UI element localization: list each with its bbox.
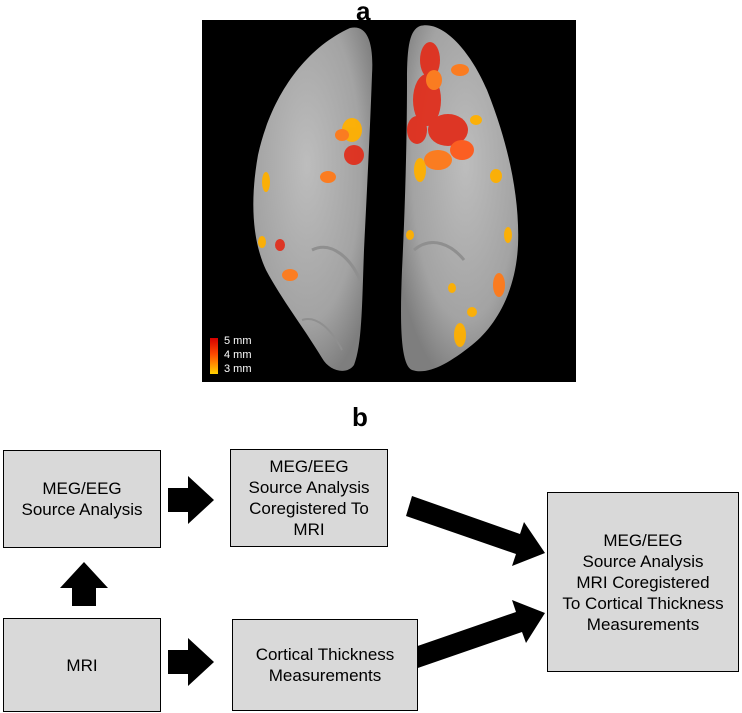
scale-label-low: 3 mm xyxy=(224,363,252,375)
activation-left xyxy=(258,118,364,281)
mri-label: MRI xyxy=(66,655,98,675)
final-result-label: MEG/EEG Source Analysis MRI Coregistered… xyxy=(562,530,724,634)
mri-box: MRI xyxy=(3,618,161,712)
arrow-mri-to-thickness xyxy=(168,638,214,686)
arrow-mri-to-source xyxy=(60,562,108,606)
source-analysis-box: MEG/EEG Source Analysis xyxy=(3,450,161,548)
coregistered-label: MEG/EEG Source Analysis Coregistered To … xyxy=(248,457,370,539)
activation-right xyxy=(406,42,512,347)
panel-label-a: a xyxy=(356,0,371,26)
final-result-box: MEG/EEG Source Analysis MRI Coregistered… xyxy=(547,492,739,672)
source-analysis-label: MEG/EEG Source Analysis xyxy=(21,479,143,519)
thickness-scale: 5 mm 4 mm 3 mm xyxy=(210,334,280,376)
arrow-coregistered-to-final xyxy=(406,496,545,566)
arrow-thickness-to-final xyxy=(406,600,545,670)
left-hemisphere xyxy=(253,27,373,371)
arrow-source-to-coregistered xyxy=(168,476,214,524)
brain-cortical-map xyxy=(202,20,576,382)
cortical-thickness-label: Cortical Thickness Measurements xyxy=(255,645,395,685)
scale-color-bar xyxy=(210,338,218,374)
panel-label-b: b xyxy=(352,402,368,432)
coregistered-box: MEG/EEG Source Analysis Coregistered To … xyxy=(230,449,388,547)
cortical-thickness-box: Cortical Thickness Measurements xyxy=(232,619,418,711)
scale-label-high: 5 mm xyxy=(224,335,252,347)
scale-label-mid: 4 mm xyxy=(224,349,252,361)
